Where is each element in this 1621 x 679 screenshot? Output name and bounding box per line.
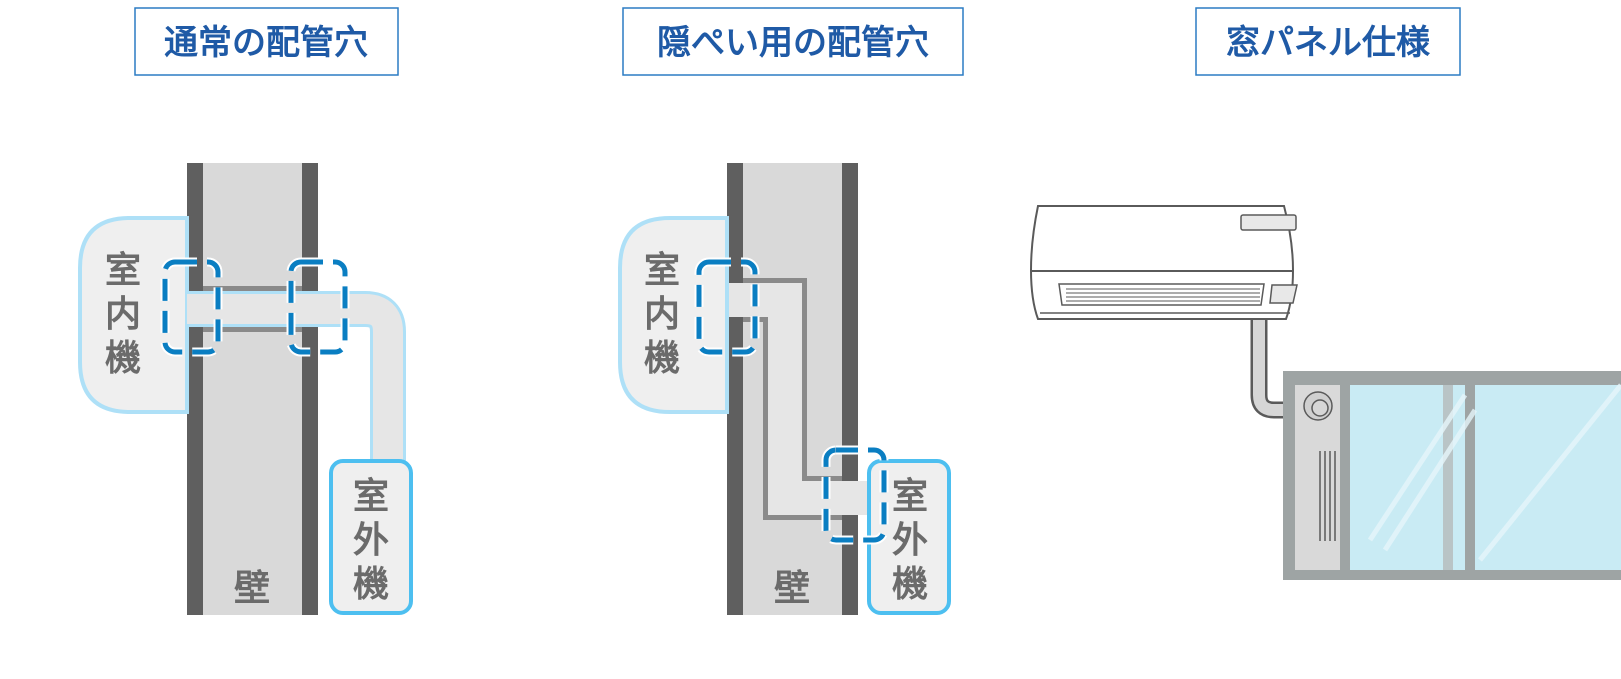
title-normal-text: 通常の配管穴 — [164, 23, 368, 63]
panel-window — [1029, 205, 1621, 580]
highlight-indoor-hole — [696, 259, 758, 355]
outdoor-label-1: 室 — [353, 476, 389, 517]
highlight-outdoor-hole — [823, 447, 887, 543]
air-conditioner-unit — [1029, 205, 1298, 320]
outdoor-label-3: 機 — [892, 564, 928, 605]
outdoor-label-3: 機 — [353, 564, 389, 605]
panel-concealed: 室 内 機 室 外 機 壁 — [618, 163, 951, 615]
outdoor-label-1: 室 — [892, 476, 928, 517]
outdoor-label-2: 外 — [892, 520, 928, 561]
outdoor-unit — [329, 459, 413, 615]
title-window-text: 窓パネル仕様 — [1226, 23, 1431, 63]
indoor-label-3: 機 — [644, 338, 680, 379]
indoor-label-2: 内 — [105, 294, 141, 335]
outdoor-label-2: 外 — [353, 520, 389, 561]
window-panel — [1283, 371, 1621, 580]
panel-normal: 室 内 機 室 外 機 壁 — [78, 163, 413, 615]
title-concealed-text: 隠ぺい用の配管穴 — [657, 23, 929, 63]
indoor-label-1: 室 — [105, 250, 141, 291]
title-normal: 通常の配管穴 — [134, 7, 399, 76]
indoor-label-3: 機 — [105, 338, 141, 379]
wall-label: 壁 — [234, 568, 270, 609]
wall — [187, 163, 318, 615]
indoor-label-2: 内 — [644, 294, 680, 335]
title-window: 窓パネル仕様 — [1195, 7, 1461, 76]
indoor-unit — [78, 216, 189, 414]
indoor-label-1: 室 — [644, 250, 680, 291]
wall-label: 壁 — [774, 568, 810, 609]
title-concealed: 隠ぺい用の配管穴 — [622, 7, 964, 76]
